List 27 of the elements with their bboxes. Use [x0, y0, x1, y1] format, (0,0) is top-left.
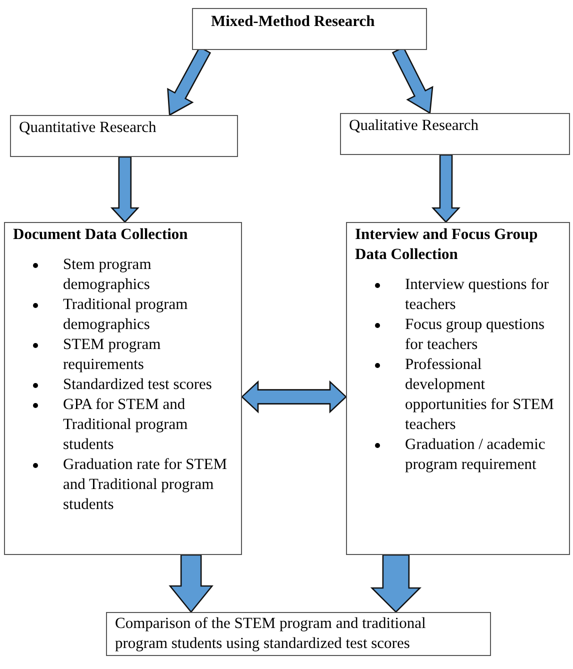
list-item: STEM program requirements: [63, 336, 161, 373]
text-box: [4, 222, 242, 555]
list-item: Stem program demographics: [63, 256, 152, 293]
list-item: Traditional program demographics: [63, 296, 188, 333]
list-item: GPA for STEM and Traditional program students: [63, 396, 188, 453]
box-text: Comparison of the STEM program and traditional program students using standardized test scores: [115, 614, 427, 654]
text-box: [346, 222, 570, 555]
text-box: [106, 612, 491, 656]
block-arrow: [168, 554, 214, 614]
list-item: Standardized test scores: [63, 376, 212, 393]
box-text: Qualitative Research: [349, 116, 480, 136]
box-heading: Document Data Collection: [13, 225, 189, 245]
block-arrow: [431, 154, 460, 223]
block-arrow: [110, 156, 140, 223]
list-item: Graduation rate for STEM and Traditional program students: [63, 456, 227, 513]
block-arrow: [241, 380, 347, 414]
block-arrow: [370, 554, 422, 613]
box-heading: Interview and Focus Group Data Collection: [355, 225, 539, 265]
list-item: Graduation / academic program requirement: [405, 436, 546, 473]
text-box: [10, 115, 238, 157]
text-box: [192, 8, 427, 50]
list-item: Interview questions for teachers: [405, 276, 549, 313]
text-box: [340, 113, 570, 155]
box-text: Mixed-Method Research: [211, 12, 376, 32]
list-item: Professional development opportunities for STEM teachers: [405, 356, 554, 433]
box-text: Quantitative Research: [19, 118, 158, 138]
list-item: Focus group questions for teachers: [405, 316, 544, 353]
